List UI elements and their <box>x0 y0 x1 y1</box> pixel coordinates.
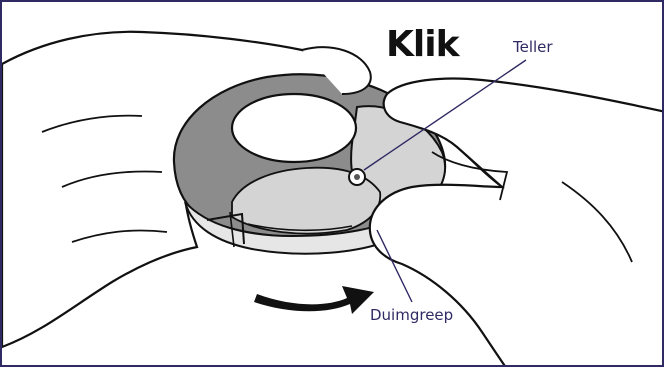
thumb-grip-label: Duimgreep <box>370 306 453 324</box>
rotation-arrow <box>254 286 374 314</box>
counter-label: Teller <box>513 38 553 56</box>
action-text: Klik <box>386 24 459 65</box>
dose-window <box>232 94 356 162</box>
